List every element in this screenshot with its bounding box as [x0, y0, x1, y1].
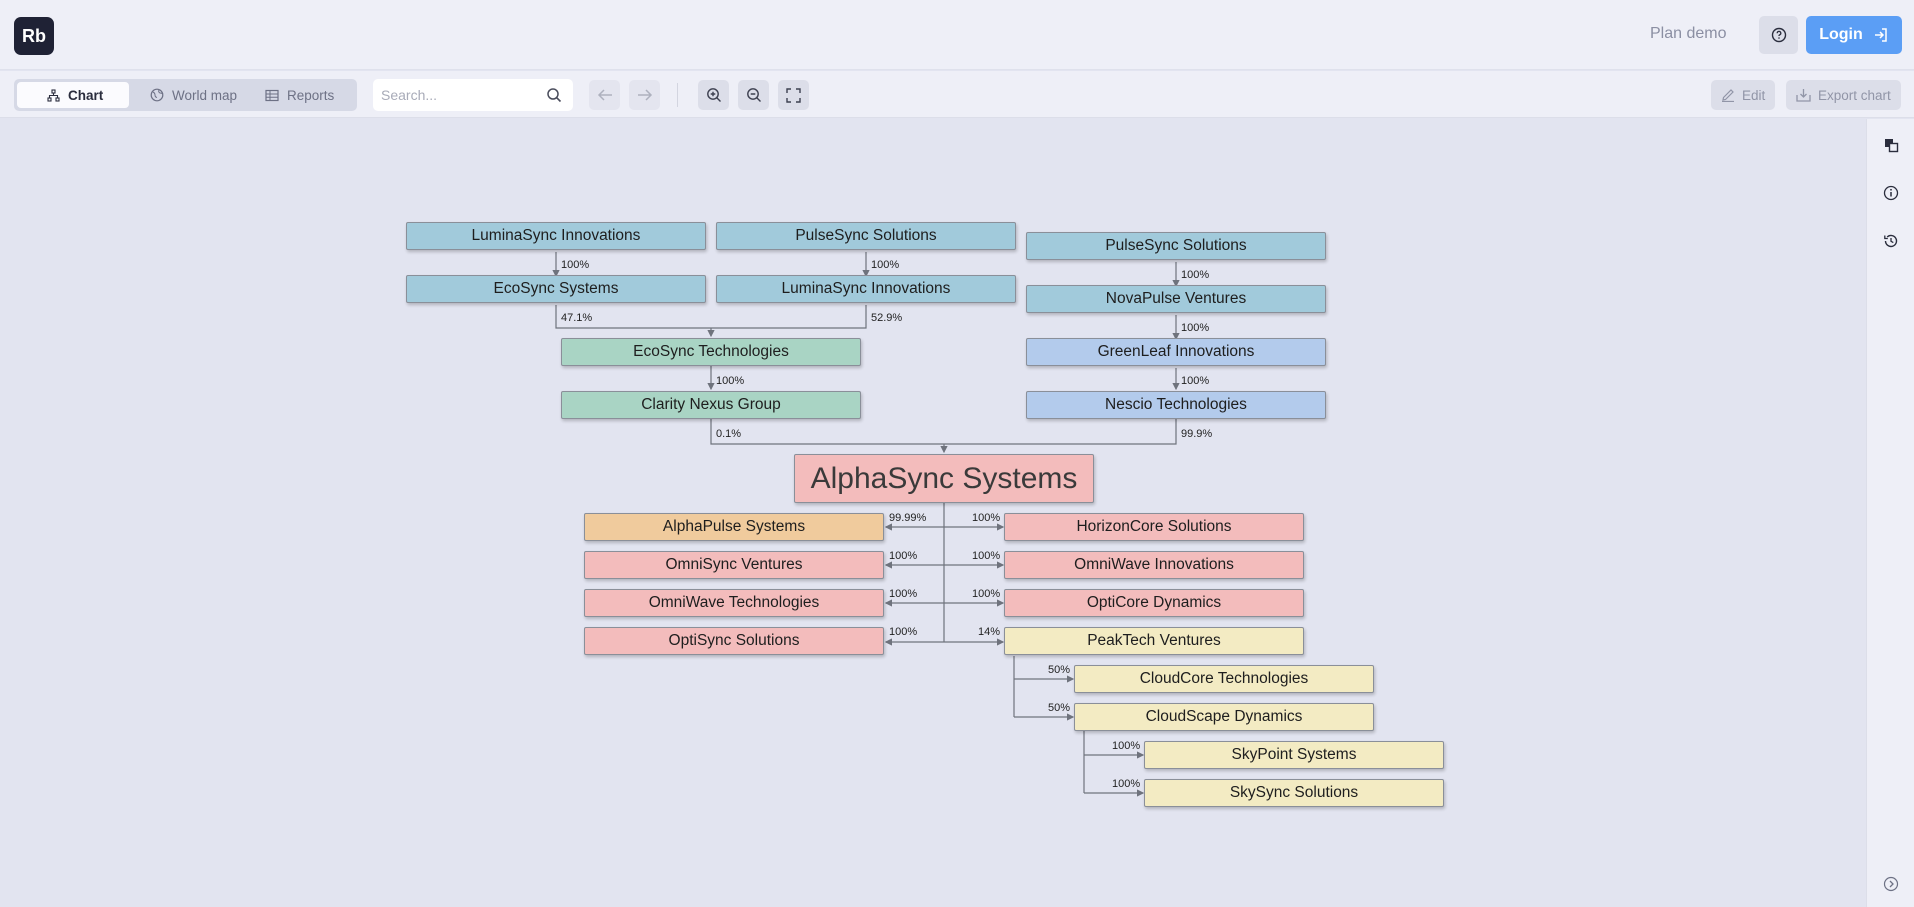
history-icon — [1884, 234, 1898, 248]
company-node[interactable]: HorizonCore Solutions — [1004, 513, 1304, 541]
ownership-percent: 100% — [972, 550, 1001, 562]
company-node[interactable]: PulseSync Solutions — [716, 222, 1016, 250]
toolbar: Chart World map Reports Edit Export char… — [0, 71, 1914, 118]
ownership-percent: 47.1% — [561, 312, 593, 324]
tab-reports-label: Reports — [287, 87, 335, 103]
plan-demo-link[interactable]: Plan demo — [1650, 25, 1727, 42]
chevron-right-circle-icon — [1883, 876, 1899, 892]
ownership-percent: 100% — [716, 375, 745, 387]
company-node[interactable]: CloudScape Dynamics — [1074, 703, 1374, 731]
ownership-percent: 100% — [561, 259, 590, 271]
edit-label: Edit — [1742, 87, 1766, 103]
ownership-percent: 100% — [1181, 375, 1210, 387]
company-node[interactable]: PulseSync Solutions — [1026, 232, 1326, 260]
ownership-percent: 14% — [978, 626, 1001, 638]
edit-button[interactable]: Edit — [1711, 80, 1776, 110]
company-node[interactable]: SkyPoint Systems — [1144, 741, 1444, 769]
company-node[interactable]: OmniWave Technologies — [584, 589, 884, 617]
forward-button[interactable] — [629, 80, 660, 110]
toolbar-divider — [677, 83, 678, 107]
export-label: Export chart — [1818, 87, 1891, 103]
layers-icon — [1884, 138, 1898, 152]
history-button[interactable] — [1882, 232, 1900, 250]
globe-icon — [150, 88, 164, 102]
view-switcher: Chart World map Reports — [14, 79, 357, 111]
company-node[interactable]: EcoSync Technologies — [561, 338, 861, 366]
ownership-percent: 99.99% — [889, 512, 927, 524]
table-icon — [265, 89, 279, 101]
info-button[interactable] — [1882, 184, 1900, 202]
collapse-panel-button[interactable] — [1882, 875, 1900, 893]
company-node[interactable]: OptiCore Dynamics — [1004, 589, 1304, 617]
tab-chart-label: Chart — [68, 87, 104, 103]
pencil-icon — [1722, 89, 1734, 102]
ownership-percent: 100% — [1112, 740, 1141, 752]
ownership-percent: 100% — [972, 588, 1001, 600]
company-node[interactable]: SkySync Solutions — [1144, 779, 1444, 807]
root-company-node[interactable]: AlphaSync Systems — [794, 454, 1094, 503]
company-node[interactable]: LuminaSync Innovations — [716, 275, 1016, 303]
zoom-out-icon — [746, 88, 761, 102]
tab-chart[interactable]: Chart — [17, 82, 129, 108]
ownership-percent: 99.9% — [1181, 428, 1213, 440]
company-node[interactable]: OptiSync Solutions — [584, 627, 884, 655]
ownership-percent: 0.1% — [716, 428, 742, 440]
export-chart-button[interactable]: Export chart — [1786, 80, 1901, 110]
app-logo[interactable]: Rb — [14, 17, 54, 55]
company-node[interactable]: CloudCore Technologies — [1074, 665, 1374, 693]
tab-world-map[interactable]: World map — [140, 82, 248, 108]
company-node[interactable]: LuminaSync Innovations — [406, 222, 706, 250]
help-icon — [1771, 27, 1786, 43]
ownership-percent: 100% — [871, 259, 900, 271]
tab-world-map-label: World map — [172, 87, 238, 103]
ownership-percent: 100% — [1181, 322, 1210, 334]
export-icon — [1796, 89, 1811, 102]
login-button[interactable]: Login — [1806, 16, 1902, 54]
ownership-percent: 100% — [889, 626, 918, 638]
ownership-percent: 100% — [889, 550, 918, 562]
arrow-right-icon — [637, 89, 652, 101]
company-node[interactable]: NovaPulse Ventures — [1026, 285, 1326, 313]
login-label: Login — [1819, 26, 1863, 43]
edge — [710, 418, 1177, 452]
ownership-percent: 100% — [889, 588, 918, 600]
right-side-rail — [1866, 119, 1914, 907]
company-node[interactable]: PeakTech Ventures — [1004, 627, 1304, 655]
back-button[interactable] — [589, 80, 620, 110]
tab-reports[interactable]: Reports — [255, 82, 353, 108]
chart-canvas[interactable]: LuminaSync Innovations PulseSync Solutio… — [0, 119, 1866, 907]
layers-button[interactable] — [1882, 136, 1900, 154]
zoom-in-icon — [706, 88, 721, 102]
zoom-in-button[interactable] — [698, 80, 729, 110]
arrow-left-icon — [597, 89, 612, 101]
top-header: Rb Plan demo Login — [0, 0, 1914, 70]
login-icon — [1874, 28, 1887, 42]
fit-screen-button[interactable] — [778, 80, 809, 110]
ownership-edges — [552, 252, 1180, 797]
ownership-percent: 100% — [1181, 269, 1210, 281]
ownership-percent: 50% — [1048, 664, 1071, 676]
org-chart-icon — [47, 88, 60, 102]
company-node[interactable]: EcoSync Systems — [406, 275, 706, 303]
search-box — [373, 79, 573, 111]
ownership-percent: 52.9% — [871, 312, 903, 324]
company-node[interactable]: GreenLeaf Innovations — [1026, 338, 1326, 366]
info-icon — [1883, 185, 1899, 201]
search-icon[interactable] — [546, 87, 562, 103]
help-button[interactable] — [1759, 16, 1798, 54]
edge — [555, 305, 867, 336]
zoom-out-button[interactable] — [738, 80, 769, 110]
company-node[interactable]: OmniWave Innovations — [1004, 551, 1304, 579]
ownership-percent: 100% — [1112, 778, 1141, 790]
search-input[interactable] — [381, 79, 541, 111]
fullscreen-icon — [786, 87, 801, 103]
company-node[interactable]: Clarity Nexus Group — [561, 391, 861, 419]
ownership-percent: 50% — [1048, 702, 1071, 714]
company-node[interactable]: AlphaPulse Systems — [584, 513, 884, 541]
ownership-percent: 100% — [972, 512, 1001, 524]
company-node[interactable]: Nescio Technologies — [1026, 391, 1326, 419]
company-node[interactable]: OmniSync Ventures — [584, 551, 884, 579]
